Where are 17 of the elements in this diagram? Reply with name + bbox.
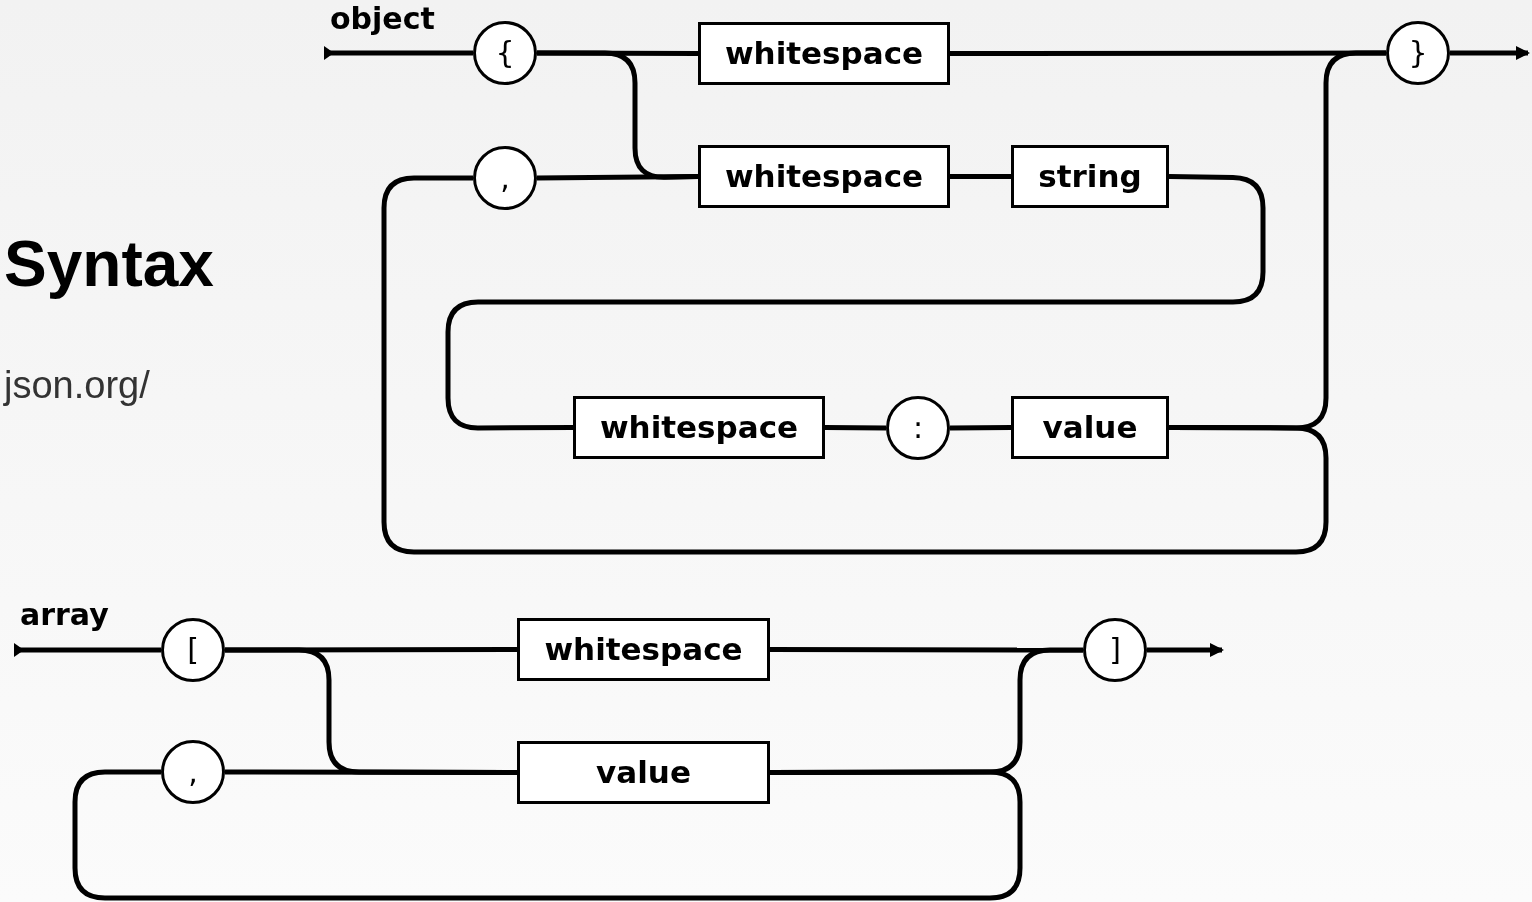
connector-line — [1450, 46, 1530, 60]
connector-line — [381, 175, 1329, 555]
connector-line — [324, 46, 473, 60]
connector-line — [825, 425, 886, 431]
connector-line — [225, 647, 517, 653]
diagram-label: object — [330, 4, 435, 34]
connector-line — [770, 647, 1083, 653]
connector-line — [445, 174, 1266, 431]
url-text: json.org/ — [4, 366, 150, 404]
connector-line — [14, 643, 161, 657]
connector-line — [536, 174, 699, 181]
connector-line — [950, 425, 1011, 431]
connector-line — [1147, 643, 1224, 657]
connector-line — [225, 769, 517, 775]
diagram-label: array — [20, 600, 109, 630]
connector-line — [950, 174, 1011, 179]
connector-line — [72, 769, 1023, 901]
